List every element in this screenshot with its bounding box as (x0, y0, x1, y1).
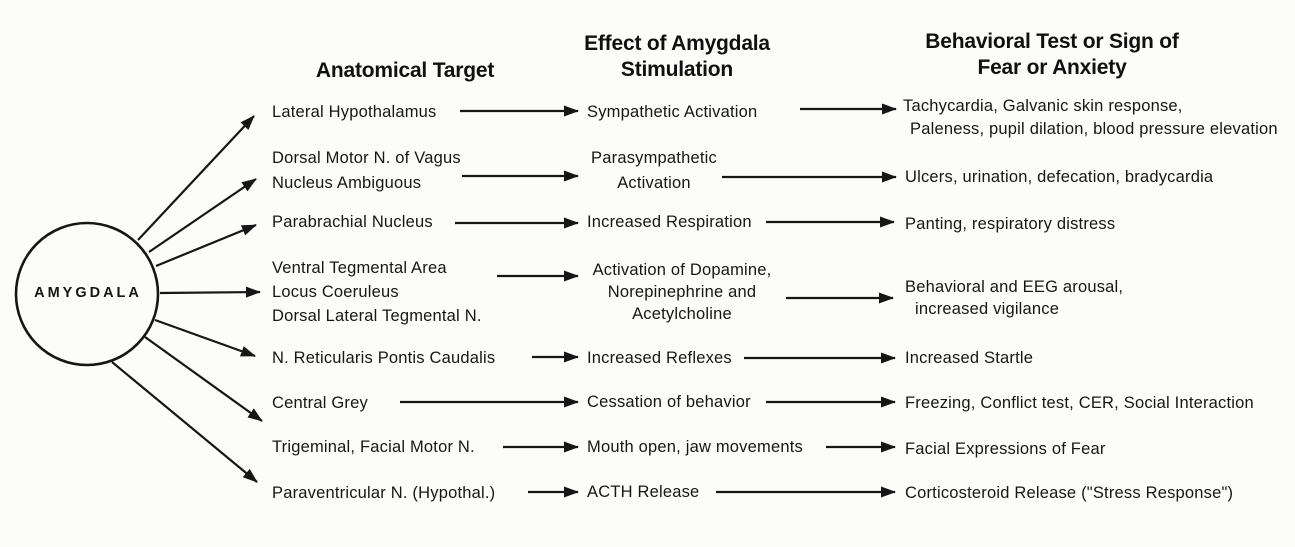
behavior-label: Behavioral and EEG arousal, increased vi… (905, 276, 1123, 320)
column-header-effect-line1: Effect of Amygdala (584, 32, 770, 55)
amygdala-projection-arrow (155, 223, 257, 268)
target-label-line: Dorsal Lateral Tegmental N. (272, 307, 482, 325)
behavior-label: Ulcers, urination, defecation, bradycard… (905, 168, 1214, 186)
target-label: Ventral Tegmental Area Locus Coeruleus D… (272, 256, 482, 328)
behavior-label: Panting, respiratory distress (905, 215, 1116, 233)
effect-label-line: Parasympathetic (591, 149, 717, 167)
amygdala-projection-arrow (137, 115, 255, 241)
amygdala-projection-arrow (148, 178, 257, 253)
effect-label: Cessation of behavior (587, 393, 751, 411)
effect-label: Increased Reflexes (587, 349, 732, 367)
behavior-label: Increased Startle (905, 349, 1034, 367)
target-label: Paraventricular N. (Hypothal.) (272, 484, 496, 502)
behavior-label-line: Behavioral and EEG arousal, (905, 278, 1124, 296)
behavior-label: Freezing, Conflict test, CER, Social Int… (905, 394, 1254, 412)
column-header-behavior-line2: Fear or Anxiety (977, 56, 1127, 79)
target-label-line: Dorsal Motor N. of Vagus (272, 149, 461, 167)
effect-label-line: Norepinephrine and (607, 283, 757, 301)
effect-label: Mouth open, jaw movements (587, 438, 803, 456)
effect-label-line: Acetylcholine (632, 305, 732, 323)
amygdala-node-label: AMYGDALA (34, 285, 142, 301)
effect-label: Activation of Dopamine, Norepinephrine a… (583, 259, 781, 325)
behavior-label: Corticosteroid Release ("Stress Response… (905, 484, 1234, 502)
amygdala-projection-arrow (154, 318, 256, 358)
effect-label: ACTH Release (587, 483, 700, 501)
amygdala-projection-arrow (111, 361, 258, 483)
target-label-line: Locus Coeruleus (272, 283, 399, 301)
target-label: N. Reticularis Pontis Caudalis (272, 349, 496, 367)
effect-label-line: Activation of Dopamine, (592, 261, 772, 279)
column-header-effect-line2: Stimulation (620, 58, 734, 81)
amygdala-projection-arrow (159, 286, 261, 298)
effect-label-line: Activation (617, 174, 691, 192)
behavior-label: Facial Expressions of Fear (905, 440, 1106, 458)
column-header-behavior: Behavioral Test or Sign of Fear or Anxie… (925, 29, 1179, 81)
effect-label: Parasympathetic Activation (584, 146, 724, 196)
column-header-anatomical-target: Anatomical Target (315, 59, 495, 82)
target-label: Parabrachial Nucleus (272, 213, 433, 231)
column-header-behavior-line1: Behavioral Test or Sign of (925, 30, 1179, 53)
target-label: Trigeminal, Facial Motor N. (272, 438, 475, 456)
column-header-effect: Effect of Amygdala Stimulation (584, 31, 770, 83)
target-label: Dorsal Motor N. of Vagus Nucleus Ambiguo… (272, 146, 461, 196)
behavior-label-line: Paleness, pupil dilation, blood pressure… (910, 120, 1278, 138)
effect-label: Increased Respiration (587, 213, 752, 231)
target-label-line: Nucleus Ambiguous (272, 174, 422, 192)
target-label: Lateral Hypothalamus (272, 103, 437, 121)
behavior-label: Tachycardia, Galvanic skin response, Pal… (903, 95, 1278, 141)
amygdala-projection-arrow (144, 336, 263, 422)
target-label-line: Ventral Tegmental Area (272, 259, 447, 277)
behavior-label-line: increased vigilance (915, 300, 1060, 318)
amygdala-circle (14, 221, 160, 367)
behavior-label-line: Tachycardia, Galvanic skin response, (903, 97, 1183, 115)
effect-label: Sympathetic Activation (587, 103, 758, 121)
target-label: Central Grey (272, 394, 368, 412)
